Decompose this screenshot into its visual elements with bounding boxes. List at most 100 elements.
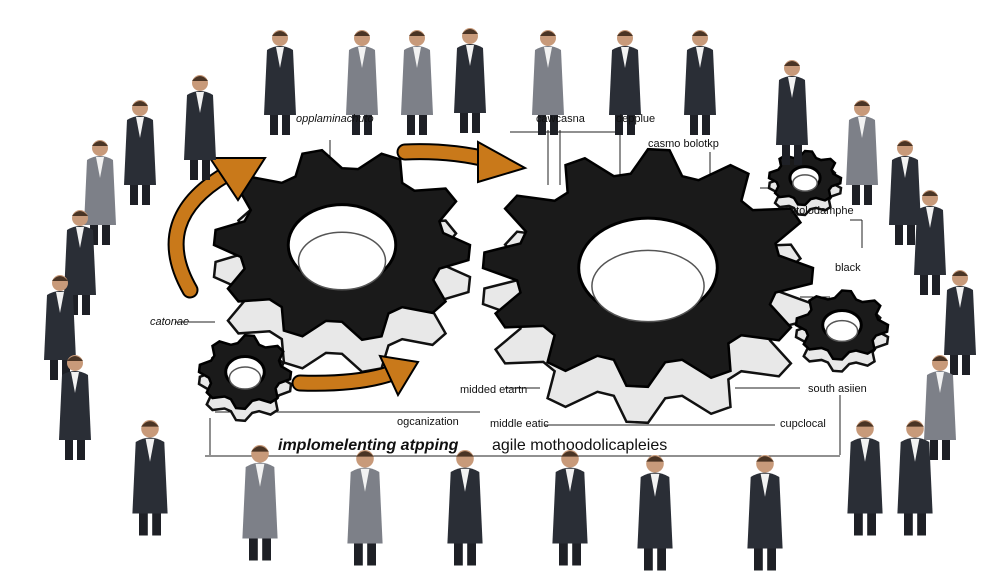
- person-shirt: [565, 468, 575, 492]
- person-hair: [272, 31, 288, 36]
- person-hair: [141, 421, 159, 427]
- person-leg: [644, 548, 653, 571]
- person-shirt: [276, 47, 284, 68]
- person-leg: [907, 225, 915, 245]
- person-leg: [950, 355, 958, 375]
- person-body: [924, 371, 956, 440]
- person-shirt: [650, 473, 660, 497]
- label-right-2: black: [835, 262, 861, 274]
- person-shirt: [76, 227, 84, 248]
- person-leg: [472, 113, 480, 133]
- person-body: [897, 437, 933, 514]
- label-bottom-right: cupclocal: [780, 418, 826, 430]
- person-body: [847, 437, 883, 514]
- person-body: [532, 46, 564, 115]
- person-shirt: [544, 47, 552, 68]
- person-leg: [77, 440, 85, 460]
- gear-small-left-hole: [228, 366, 262, 390]
- person-body: [776, 76, 808, 145]
- gear-large-left-hole: [297, 231, 387, 291]
- arrow-curve-left-head: [208, 157, 267, 202]
- person-leg: [559, 543, 568, 566]
- person-body: [454, 44, 486, 113]
- person-body: [846, 116, 878, 185]
- person-leg: [50, 360, 58, 380]
- person-leg: [90, 225, 98, 245]
- person-leg: [754, 548, 763, 571]
- person-hair: [67, 356, 83, 361]
- person-leg: [460, 113, 468, 133]
- arrow-top-head: [477, 140, 528, 184]
- person-leg: [550, 115, 558, 135]
- label-top-left: opplaminachuto: [296, 113, 374, 125]
- person-shirt: [460, 468, 470, 492]
- person-leg: [65, 440, 73, 460]
- person-leg: [282, 115, 290, 135]
- label-bottom-mid: middle eatic: [490, 418, 549, 430]
- label-right-1: atolodamphe: [790, 205, 854, 217]
- person-leg: [419, 115, 427, 135]
- person-leg: [130, 185, 138, 205]
- person-hair: [617, 31, 633, 36]
- person-hair: [692, 31, 708, 36]
- label-mid-left: midded etartn: [460, 384, 528, 396]
- person-leg: [467, 543, 476, 566]
- person-leg: [615, 115, 623, 135]
- label-left: catonae: [150, 316, 190, 328]
- person-leg: [354, 543, 363, 566]
- person-body: [44, 291, 76, 360]
- person-leg: [852, 185, 860, 205]
- person-leg: [70, 295, 78, 315]
- person-hair: [356, 451, 374, 457]
- gear-small-right-hole: [825, 319, 859, 343]
- person-leg: [249, 538, 258, 561]
- person-shirt: [413, 47, 421, 68]
- person-hair: [784, 61, 800, 66]
- person-leg: [139, 513, 148, 536]
- person-body: [84, 156, 116, 225]
- person-leg: [572, 543, 581, 566]
- person-leg: [904, 513, 913, 536]
- person-leg: [917, 513, 926, 536]
- label-top-mid-2: depplue: [616, 113, 656, 125]
- person-hair: [561, 451, 579, 457]
- label-mid-right: south asiien: [808, 383, 867, 395]
- person-hair: [251, 446, 269, 452]
- person-shirt: [360, 468, 370, 492]
- person-shirt: [860, 438, 870, 462]
- arrow-bottom-head: [378, 354, 420, 398]
- label-top-mid-1: cawcasna: [536, 113, 585, 125]
- arrow-curve-left: [169, 168, 232, 297]
- person-leg: [657, 548, 666, 571]
- person-hair: [462, 29, 478, 34]
- person-shirt: [926, 207, 934, 228]
- person-leg: [767, 548, 776, 571]
- person-body: [684, 46, 716, 115]
- person-leg: [367, 543, 376, 566]
- person-shirt: [56, 292, 64, 313]
- person-hair: [354, 31, 370, 36]
- person-leg: [782, 145, 790, 165]
- person-leg: [407, 115, 415, 135]
- person-leg: [930, 440, 938, 460]
- person-shirt: [696, 47, 704, 68]
- label-top-right: casmo bolotkp: [648, 138, 719, 150]
- person-leg: [942, 440, 950, 460]
- person-hair: [922, 191, 938, 196]
- person-body: [637, 472, 673, 549]
- person-leg: [794, 145, 802, 165]
- person-body: [552, 467, 588, 544]
- person-leg: [454, 543, 463, 566]
- person-shirt: [858, 117, 866, 138]
- person-leg: [62, 360, 70, 380]
- person-shirt: [901, 157, 909, 178]
- person-shirt: [956, 287, 964, 308]
- person-hair: [409, 31, 425, 36]
- person-shirt: [910, 438, 920, 462]
- person-leg: [854, 513, 863, 536]
- person-body: [184, 91, 216, 160]
- person-body: [124, 116, 156, 185]
- person-body: [59, 371, 91, 440]
